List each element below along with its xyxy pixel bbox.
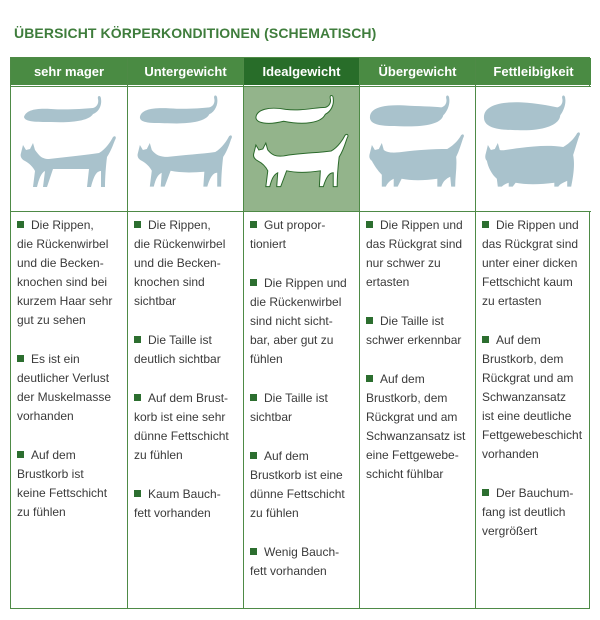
bullet-square-icon [250,452,257,459]
page-title: ÜBERSICHT KÖRPERKONDITIONEN (SCHEMATISCH… [14,25,377,41]
criteria-list: Gut propor- tioniert Die Rippen und die … [250,216,355,601]
list-item: Die Rippen und das Rückgrat sind unter e… [482,218,579,308]
cat-illustration [11,86,127,212]
bullet-square-icon [17,221,24,228]
list-item: Kaum Bauch- fett vorhanden [134,487,221,520]
bullet-square-icon [482,489,489,496]
bullet-square-icon [134,394,141,401]
body-condition-table: sehr mager Die Rippen, die Rückenwirbel … [10,57,591,609]
bullet-square-icon [366,317,373,324]
bullet-square-icon [250,279,257,286]
cat-silhouette-icon [20,96,116,187]
list-item: Gut propor- tioniert [250,218,326,251]
bullet-square-icon [250,548,257,555]
cat-silhouette-icon [137,95,232,187]
bullet-square-icon [134,221,141,228]
list-item: Es ist ein deutlicher Verlust der Muskel… [17,352,112,423]
column-untergewicht: Untergewicht Die Rippen, die Rückenwirbe… [127,58,243,608]
column-header: Übergewicht [360,58,475,85]
bullet-square-icon [482,336,489,343]
list-item: Auf dem Brustkorb, dem Rückgrat und am S… [366,372,466,481]
bullet-square-icon [134,490,141,497]
list-item: Der Bauchum- fang ist deutlich vergrößer… [482,486,574,538]
bullet-square-icon [17,355,24,362]
column-idealgewicht: Idealgewicht Gut propor- tioniert Die Ri… [243,58,359,608]
cat-illustration [128,86,243,212]
list-item: Auf dem Brustkorb, dem Rückgrat und am S… [482,333,583,461]
list-item: Die Taille ist sichtbar [250,391,328,424]
list-item: Die Rippen, die Rückenwirbel und die Bec… [17,218,113,327]
cat-silhouette-icon [253,94,349,188]
column-header: Untergewicht [128,58,243,85]
cat-illustration [244,86,359,212]
column-uebergewicht: Übergewicht Die Rippen und das Rückgrat … [359,58,475,608]
cat-illustration [476,86,591,212]
list-item: Die Rippen und das Rückgrat sind nur sch… [366,218,463,289]
list-item: Auf dem Brust- korb ist eine sehr dünne … [134,391,229,462]
list-item: Die Rippen und die Rückenwirbel sind nic… [250,276,347,366]
bullet-square-icon [366,221,373,228]
criteria-list: Die Rippen, die Rückenwirbel und die Bec… [134,216,239,543]
bullet-square-icon [482,221,489,228]
list-item: Wenig Bauch- fett vorhanden [250,545,340,578]
column-header: sehr mager [11,58,127,85]
cat-silhouette-icon [369,95,464,187]
criteria-list: Die Rippen und das Rückgrat sind nur sch… [366,216,471,504]
list-item: Die Taille ist deutlich sichtbar [134,333,221,366]
list-item: Auf dem Brustkorb ist keine Fettschicht … [17,448,108,519]
column-header: Fettleibigkeit [476,58,591,85]
column-header: Idealgewicht [244,58,359,85]
cat-silhouette-icon [483,95,580,187]
list-item: Auf dem Brustkorb ist eine dünne Fettsch… [250,449,345,520]
bullet-square-icon [250,394,257,401]
bullet-square-icon [17,451,24,458]
column-fettleibigkeit: Fettleibigkeit Die Rippen und das Rückgr… [475,58,591,608]
bullet-square-icon [134,336,141,343]
column-sehr-mager: sehr mager Die Rippen, die Rückenwirbel … [11,58,127,608]
criteria-list: Die Rippen und das Rückgrat sind unter e… [482,216,587,561]
bullet-square-icon [250,221,257,228]
bullet-square-icon [366,375,373,382]
list-item: Die Rippen, die Rückenwirbel und die Bec… [134,218,226,308]
list-item: Die Taille ist schwer erkennbar [366,314,462,347]
cat-illustration [360,86,475,212]
criteria-list: Die Rippen, die Rückenwirbel und die Bec… [17,216,123,542]
